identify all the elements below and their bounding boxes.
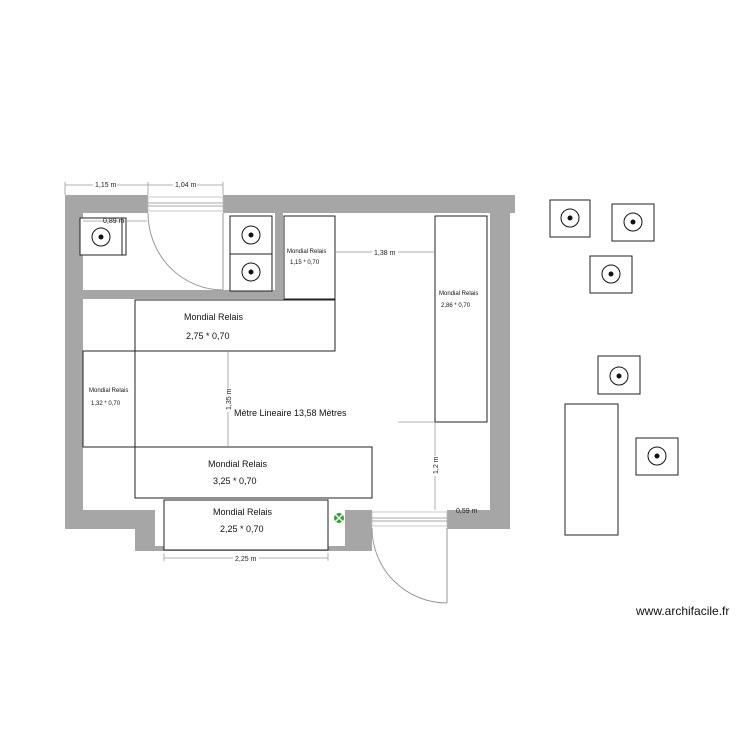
outside-fixture[interactable] — [597, 355, 641, 395]
dim-sink: 0,89 m — [103, 218, 125, 225]
burner-ring-icon — [241, 262, 261, 282]
counter-size: 3,25 * 0,70 — [213, 476, 257, 486]
dim-label-background — [93, 180, 117, 189]
outside-items — [549, 199, 679, 536]
sink[interactable] — [79, 217, 127, 256]
marker-cross-icon — [334, 513, 344, 523]
fixture-ring-icon — [601, 264, 621, 284]
dim-gap-right: 1,38 m — [374, 250, 396, 257]
dim-alcove: 2,25 m — [235, 556, 257, 563]
marker-icon[interactable] — [334, 513, 344, 523]
fixture-ring-icon — [647, 446, 667, 466]
dim-corner: 0,59 m — [456, 508, 478, 515]
fixture-center-icon — [608, 271, 614, 277]
dim-label-background — [430, 456, 440, 476]
counter-2-25[interactable]: Mondial Relais 2,25 * 0,70 — [163, 499, 329, 551]
counter-3-25[interactable]: Mondial Relais 3,25 * 0,70 — [134, 446, 373, 499]
burner-center-icon — [248, 232, 254, 238]
counter-body — [434, 215, 488, 423]
counter-2-75[interactable]: Mondial Relais 2,75 * 0,70 — [134, 299, 336, 352]
outside-counter[interactable] — [564, 403, 619, 536]
dim-label-background — [233, 554, 259, 563]
fixture-center-icon — [616, 373, 622, 379]
dim-label-background — [173, 180, 197, 189]
fixture-ring-icon — [623, 212, 643, 232]
dim-label-background — [372, 248, 398, 257]
counter-body — [163, 499, 329, 551]
burner-center-icon — [248, 269, 254, 275]
dim-label-background — [223, 388, 233, 412]
counter-size: 2,75 * 0,70 — [186, 331, 230, 341]
wall-right — [490, 195, 510, 529]
counter-body — [134, 446, 373, 499]
counter-size: 1,15 * 0,70 — [290, 260, 320, 266]
dim-center: 1,35 m — [226, 388, 233, 410]
burner-ring-icon — [241, 225, 261, 245]
counter-1-15[interactable]: Mondial Relais 1,15 * 0,70 — [283, 215, 336, 300]
fixture-ring-icon — [560, 208, 580, 228]
counter-title: Mondial Relais — [287, 249, 326, 255]
partition-wall-vertical — [275, 213, 283, 299]
counter-1-32[interactable]: Mondial Relais 1,32 * 0,70 — [82, 350, 136, 448]
counter-title: Mondial Relais — [208, 459, 268, 469]
counter-body — [134, 299, 336, 352]
outside-fixture[interactable] — [549, 199, 591, 238]
fixture-center-icon — [630, 219, 636, 225]
dimensions: 1,15 m 1,04 m 0,89 m 1,38 m 1,35 m 1,2 m… — [64, 180, 478, 563]
counter-title: Mondial Relais — [89, 388, 128, 394]
wall-top-right — [223, 195, 515, 213]
door-top[interactable] — [147, 196, 224, 291]
door-bottom-frame — [371, 511, 448, 527]
wall-top-left — [65, 195, 148, 213]
wall-bottom-left — [65, 510, 155, 529]
door-top-swing-arc — [147, 212, 224, 291]
stove-bottom[interactable] — [229, 253, 273, 292]
door-bottom[interactable] — [371, 511, 448, 604]
outside-fixture[interactable] — [589, 255, 633, 294]
fixture-center-icon — [654, 453, 660, 459]
dim-right: 1,2 m — [433, 456, 440, 474]
sink-drain-icon — [98, 234, 104, 240]
counter-body — [82, 350, 136, 448]
watermark: www.archifacile.fr — [635, 604, 729, 618]
dim-top-left: 1,15 m — [95, 182, 117, 189]
wall-alcove-right — [345, 510, 372, 551]
counter-body — [283, 215, 336, 300]
door-bottom-swing-arc — [371, 527, 448, 604]
fixture-center-icon — [567, 215, 573, 221]
counter-title: Mondial Relais — [439, 291, 478, 297]
outside-fixture[interactable] — [611, 203, 655, 242]
sink-ring-icon — [91, 227, 111, 247]
counter-size: 1,32 * 0,70 — [91, 401, 121, 407]
counter-title: Mondial Relais — [213, 507, 273, 517]
wall-alcove-left — [135, 510, 155, 551]
wall-bottom-right — [447, 510, 510, 529]
stove-top[interactable] — [229, 215, 273, 255]
outside-fixture[interactable] — [635, 437, 679, 476]
counter-size: 2,86 * 0,70 — [441, 303, 471, 309]
dim-top-door: 1,04 m — [175, 182, 197, 189]
door-top-frame — [147, 196, 224, 212]
counter-title: Mondial Relais — [184, 312, 244, 322]
counter-2-86[interactable]: Mondial Relais 2,86 * 0,70 — [434, 215, 488, 423]
wall-left — [65, 195, 83, 529]
partition-wall — [83, 290, 283, 299]
linear-meter-note: Mètre Lineaire 13,58 Mètres — [234, 408, 347, 418]
fixture-ring-icon — [609, 366, 629, 386]
counter-size: 2,25 * 0,70 — [220, 524, 264, 534]
